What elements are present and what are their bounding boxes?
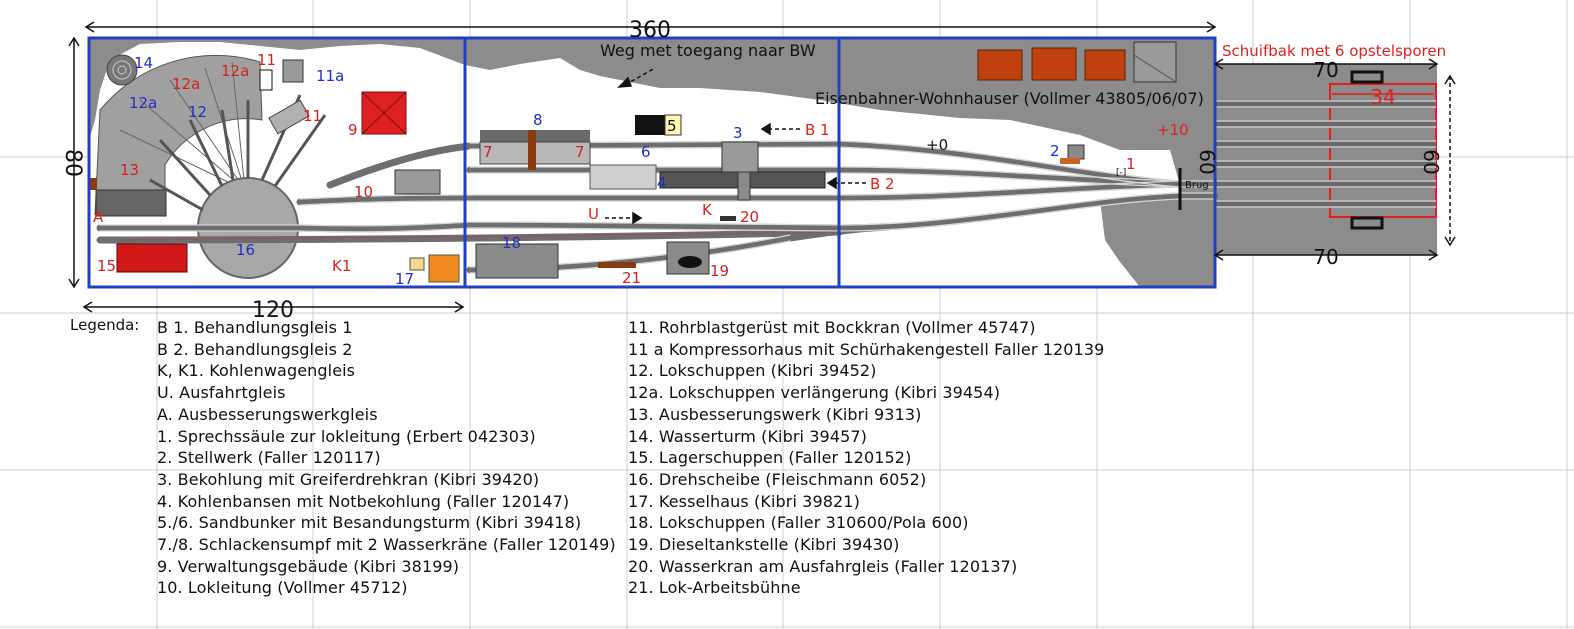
structures (89, 41, 1182, 283)
marker-10: 10 (354, 183, 373, 201)
houses-label: Eisenbahner-Wohnhauser (Vollmer 43805/06… (815, 89, 1204, 108)
track-b2-label: B 2 (870, 175, 895, 193)
cassette-title: Schuifbak met 6 opstelsporen (1222, 42, 1446, 60)
marker-16: 16 (236, 241, 255, 259)
level-zero: +0 (926, 136, 948, 154)
roundhouse-fan (94, 54, 263, 217)
marker-4: 4 (657, 174, 667, 192)
marker-11a-label: 11a (316, 67, 344, 85)
track-b1-label: B 1 (805, 121, 830, 139)
legend-item: 21. Lok-Arbeitsbühne (628, 578, 801, 598)
dim-bridge-depth: 60 (1195, 149, 1219, 174)
item-markers: 1 2 3 4 5 6 7 7 8 9 10 11 11 11a 12 12a … (97, 51, 1136, 288)
track-a-label: A (93, 208, 104, 226)
track-k-label: K (702, 201, 713, 219)
legend-item: 5./6. Sandbunker mit Besandungsturm (Kib… (157, 513, 582, 533)
marker-12a-2: 12a (172, 75, 200, 93)
legend-column-left: B 1. Behandlungsgleis 1 B 2. Behandlungs… (157, 317, 616, 599)
legend-item: 19. Dieseltankstelle (Kibri 39430) (628, 535, 900, 555)
legend-item: 12a. Lokschuppen verlängerung (Kibri 394… (628, 383, 1001, 403)
marker-7b: 7 (575, 143, 585, 161)
signal-marker: [-] (1116, 168, 1126, 178)
marker-11b: 11 (303, 107, 322, 125)
marker-12: 12 (188, 103, 207, 121)
dim-total-length: 360 (629, 18, 671, 43)
track-lines (96, 140, 1219, 274)
legend-item: 18. Lokschuppen (Faller 310600/Pola 600) (628, 513, 969, 533)
legend-item: A. Ausbesserungswerkgleis (157, 404, 378, 424)
legend-item: U. Ausfahrtgleis (157, 383, 286, 403)
legend-item: 11. Rohrblastgerüst mit Bockkran (Vollme… (628, 318, 1036, 337)
marker-20: 20 (740, 208, 759, 226)
legend-item: 13. Ausbesserungswerk (Kibri 9313) (628, 404, 922, 424)
marker-14: 14 (134, 54, 153, 72)
marker-5: 5 (667, 117, 677, 135)
dim-cassette-depth: 60 (1419, 149, 1443, 174)
path-note: Weg met toegang naar BW (600, 41, 816, 60)
legend-item: 15. Lagerschuppen (Faller 120152) (628, 448, 912, 468)
marker-12a-1: 12a (129, 94, 157, 112)
dim-cassette-top: 70 (1313, 58, 1338, 82)
legend-title: Legenda: (70, 316, 140, 334)
legend-item: 17. Kesselhaus (Kibri 39821) (628, 491, 860, 511)
marker-12a-3: 12a (221, 62, 249, 80)
legend-item: 2. Stellwerk (Faller 120117) (157, 448, 381, 468)
marker-1: 1 (1126, 155, 1136, 173)
legend-item: K, K1. Kohlenwagengleis (157, 361, 356, 381)
marker-6: 6 (641, 143, 651, 161)
marker-18: 18 (502, 234, 521, 252)
legend-item: 7./8. Schlackensumpf mit 2 Wasserkräne (… (157, 535, 616, 555)
legend-item: 9. Verwaltungsgebäude (Kibri 38199) (157, 556, 460, 576)
marker-8: 8 (533, 111, 543, 129)
legend-item: 4. Kohlenbansen mit Notbekohlung (Faller… (157, 491, 570, 511)
dim-segment-length: 120 (252, 298, 294, 323)
marker-7a: 7 (483, 143, 493, 161)
legend-item: B 1. Behandlungsgleis 1 (157, 318, 353, 337)
marker-13: 13 (120, 161, 139, 179)
track-k1-label: K1 (332, 257, 351, 275)
legend-item: 1. Sprechssäule zur lokleitung (Erbert 0… (157, 426, 536, 446)
legend-item: 3. Bekohlung mit Greiferdrehkran (Kibri … (157, 469, 540, 489)
annotations: Weg met toegang naar BW Eisenbahner-Wohn… (93, 41, 1446, 275)
legend-item: 12. Lokschuppen (Kibri 39452) (628, 361, 877, 381)
module-frames (87, 36, 1217, 289)
track-u-label: U (588, 205, 599, 223)
marker-2: 2 (1050, 142, 1060, 160)
marker-17: 17 (395, 270, 414, 288)
legend-column-right: 11. Rohrblastgerüst mit Bockkran (Vollme… (628, 317, 1104, 599)
dim-depth: 80 (60, 149, 85, 177)
marker-21: 21 (622, 269, 641, 287)
legend-item: 16. Drehscheibe (Fleischmann 6052) (628, 469, 927, 489)
marker-15: 15 (97, 257, 116, 275)
marker-3: 3 (733, 124, 743, 142)
legend-item: B 2. Behandlungsgleis 2 (157, 339, 353, 359)
level-ten: +10 (1157, 121, 1189, 139)
terrain (89, 38, 1215, 287)
marker-9: 9 (348, 121, 358, 139)
marker-19: 19 (710, 262, 729, 280)
dim-cassette-bottom: 70 (1313, 245, 1338, 269)
legend-item: 14. Wasserturm (Kibri 39457) (628, 426, 867, 446)
dimension-lines (68, 21, 1456, 313)
marker-11a: 11 (257, 51, 276, 69)
dimension-labels: 360 80 120 60 70 70 60 34 (60, 18, 1443, 323)
legend-item: 11 a Kompressorhaus mit Schürhakengestel… (628, 339, 1105, 359)
legend-item: 20. Wasserkran am Ausfahrgleis (Faller 1… (628, 556, 1018, 576)
staging-cassette (1215, 64, 1437, 255)
legend-item: 10. Lokleitung (Vollmer 45712) (157, 578, 408, 598)
dim-cassette-inner: 34 (1370, 85, 1395, 109)
bridge-label: Brug (1185, 180, 1209, 191)
